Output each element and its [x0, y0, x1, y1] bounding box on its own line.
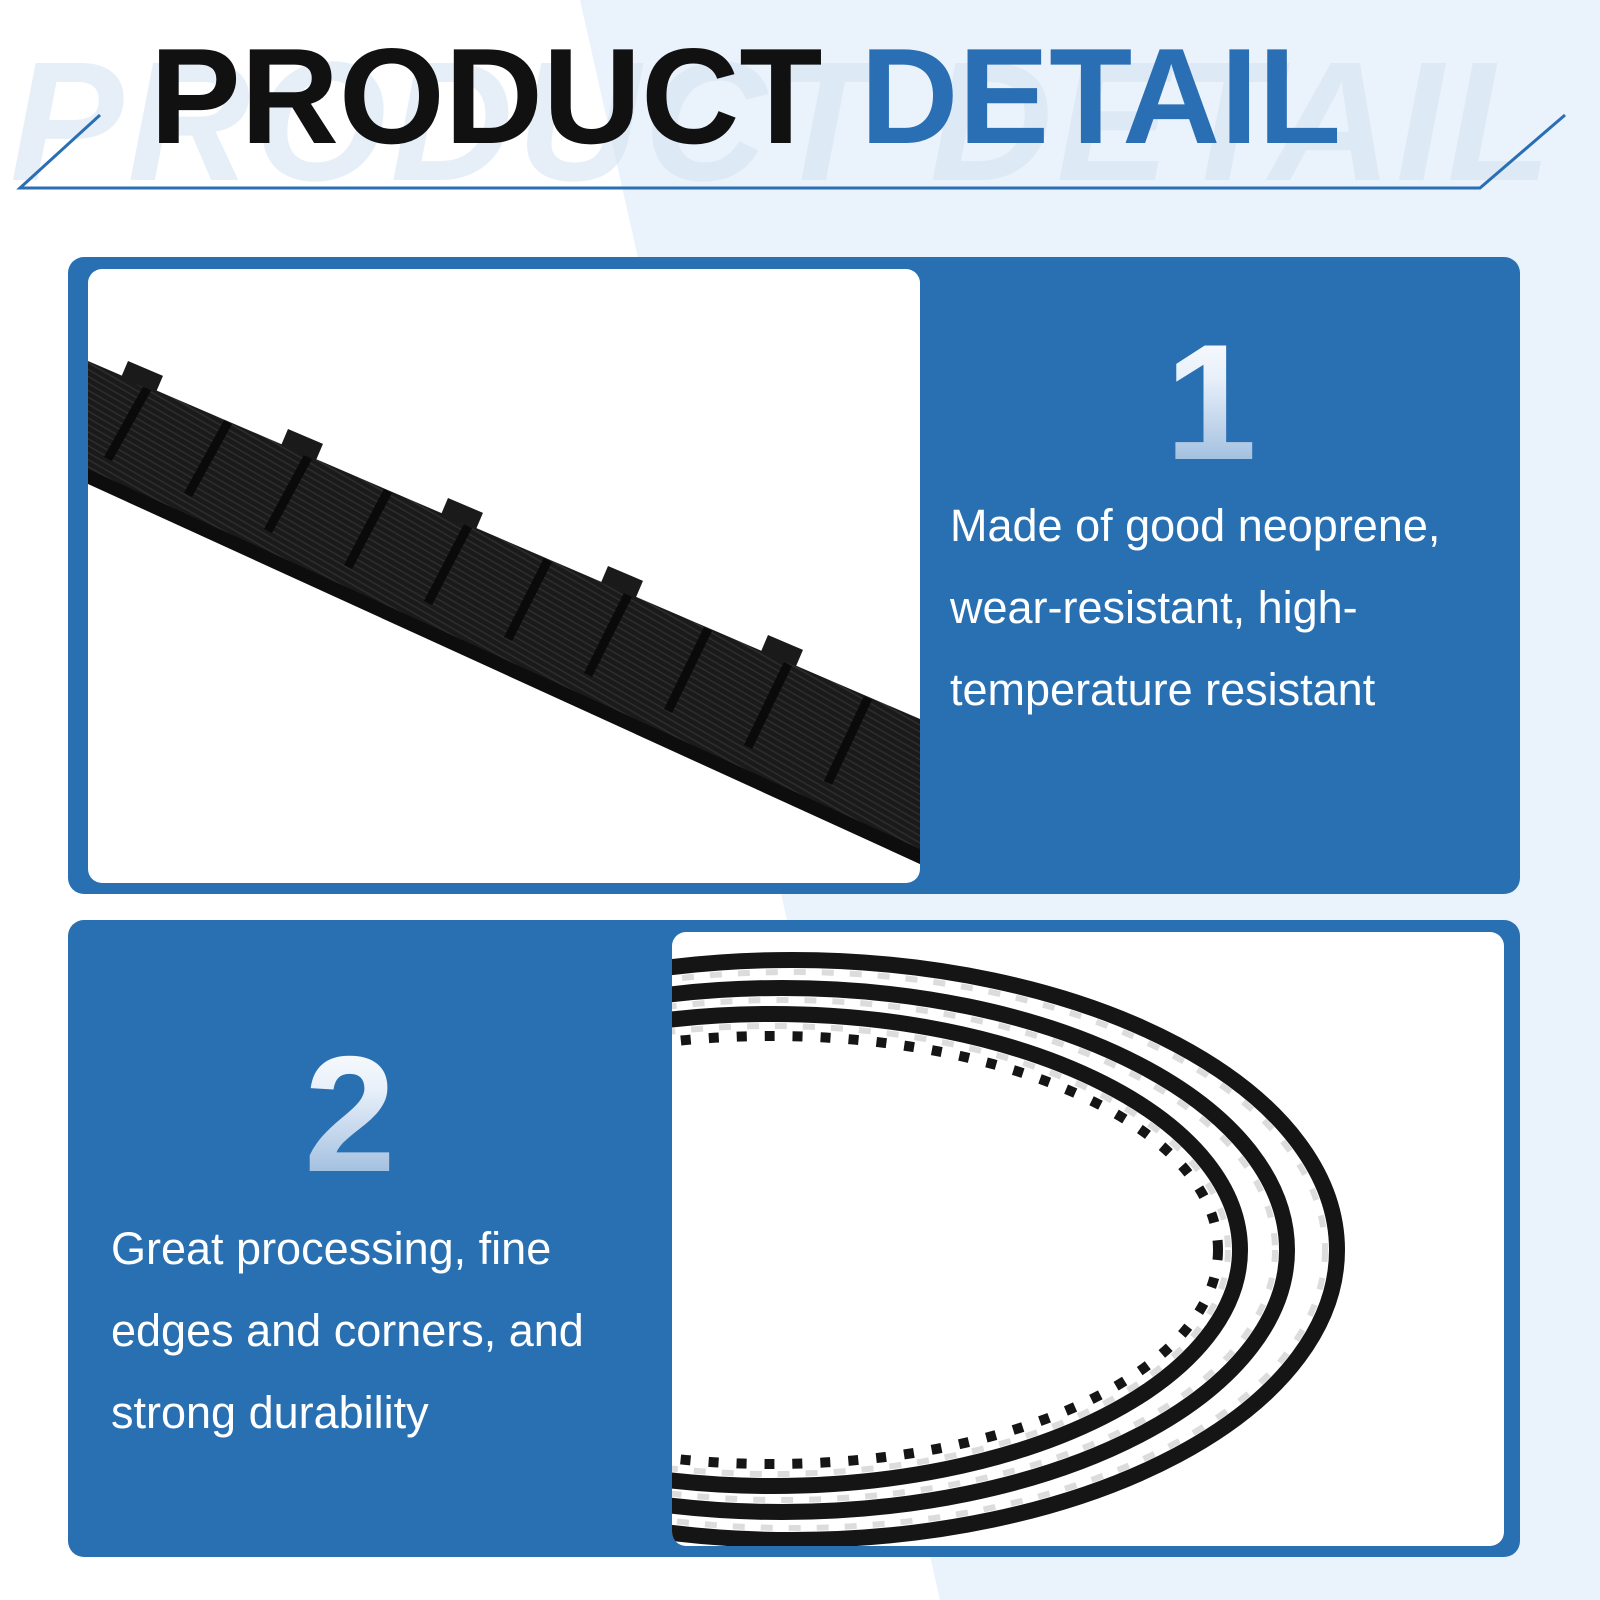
timing-belt-loops-illustration	[672, 952, 1345, 1546]
feature-card-2: 2 Great processing, fine edges and corne…	[68, 920, 1520, 1557]
description-line: temperature resistant	[950, 664, 1376, 715]
description-line: Great processing, fine	[111, 1223, 552, 1274]
title-word-product: PRODUCT	[150, 20, 823, 172]
timing-belt-closeup-photo	[88, 269, 920, 883]
timing-belt-loops-photo	[672, 932, 1504, 1546]
description-line: edges and corners, and	[111, 1305, 584, 1356]
feature-card-1: 1 Made of good neoprene, wear-resistant,…	[68, 257, 1520, 894]
timing-belt-closeup-illustration	[88, 361, 920, 864]
feature-description-1: Made of good neoprene, wear-resistant, h…	[950, 485, 1510, 731]
feature-number-1: 1	[1165, 310, 1257, 494]
description-line: Made of good neoprene,	[950, 500, 1441, 551]
description-line: wear-resistant, high-	[950, 582, 1358, 633]
page-title: PRODUCT DETAIL	[150, 28, 1341, 164]
header: PRODUCT DETAIL PRODUCT DETAIL	[0, 0, 1600, 217]
header-underline-decoration	[16, 113, 1566, 190]
feature-number-2: 2	[304, 1022, 396, 1206]
title-word-detail: DETAIL	[860, 20, 1342, 172]
feature-description-2: Great processing, fine edges and corners…	[111, 1208, 671, 1454]
ghost-title-watermark: PRODUCT DETAIL	[10, 27, 1555, 217]
description-line: strong durability	[111, 1387, 429, 1438]
